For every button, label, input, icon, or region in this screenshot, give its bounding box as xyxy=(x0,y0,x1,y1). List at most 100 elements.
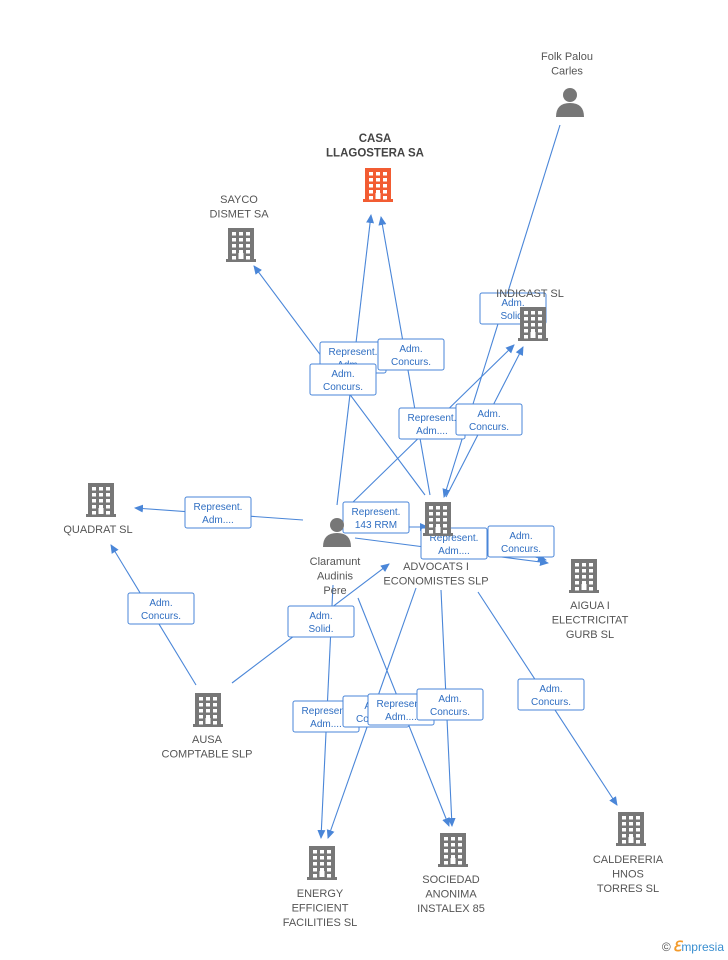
edge-label-line: Represent. xyxy=(352,507,401,518)
edge-label-advocats-to-caldereria[interactable]: Adm. Concurs. xyxy=(517,678,585,711)
edge-label-ausa-to-advocats[interactable]: Adm. Solid. xyxy=(287,605,355,638)
edge-label-line: Represent. xyxy=(430,533,479,544)
building-icon xyxy=(569,559,599,593)
edge-label-line: Solid. xyxy=(500,311,525,322)
building-icon xyxy=(438,833,468,867)
edge-label-line: Adm.... xyxy=(438,546,470,557)
person-icon xyxy=(323,518,351,547)
edge-label-line: Adm. xyxy=(309,611,332,622)
edge-label-advocats-to-indicast[interactable]: Adm. Concurs. xyxy=(455,403,523,436)
edge-label-line: Concurs. xyxy=(430,707,470,718)
node-quadrat[interactable]: QUADRAT SL xyxy=(63,483,133,536)
edge-labels-layer: Represent. Adm.... Adm. Concurs. Adm. Concurs… xyxy=(127,292,585,733)
edge-label-line: Adm. xyxy=(149,598,172,609)
edge-label-ausa-to-quadrat[interactable]: Adm. Concurs. xyxy=(127,592,195,625)
node-label-sociedad: INSTALEX 85 xyxy=(417,903,485,915)
node-label-caldereria: TORRES SL xyxy=(597,883,659,895)
edge-label-advocats-to-aigua[interactable]: Adm. Concurs. xyxy=(487,525,555,558)
node-label-aigua: AIGUA I xyxy=(570,600,610,612)
building-icon xyxy=(307,846,337,880)
node-caldereria[interactable]: CALDERERIA HNOS TORRES SL xyxy=(593,812,664,895)
edge-label-claramunt-to-quadrat[interactable]: Represent. Adm.... xyxy=(184,496,252,529)
node-label-claramunt: Pere xyxy=(323,585,346,597)
node-label-claramunt: Claramunt xyxy=(310,556,361,568)
building-icon xyxy=(193,693,223,727)
edge-label-line: Concurs. xyxy=(469,422,509,433)
edge-label-line: Adm.... xyxy=(202,515,234,526)
edge-label-claramunt-to-indicast[interactable]: Represent. Adm.... xyxy=(398,407,466,440)
brand-logo-text: mpresia xyxy=(681,940,724,954)
edge-label-line: Represent. xyxy=(408,413,457,424)
brand-logo-initial: ℇ xyxy=(672,940,682,955)
node-label-sayco: SAYCO xyxy=(220,194,258,206)
edge-label-line: Concurs. xyxy=(323,382,363,393)
edge-label-line: Adm.... xyxy=(310,719,342,730)
edge-label-line: Adm. xyxy=(501,298,524,309)
edge-label-line: Adm. xyxy=(539,684,562,695)
node-label-quadrat: QUADRAT SL xyxy=(63,524,132,536)
edge-label-claramunt-to-advocats[interactable]: Represent. 143 RRM xyxy=(342,501,410,534)
node-label-sociedad: ANONIMA xyxy=(425,889,477,901)
node-label-energy: EFFICIENT xyxy=(292,903,349,915)
edge-label-line: Concurs. xyxy=(141,611,181,622)
edge-label-line: Represent. xyxy=(302,706,351,717)
node-label-indicast: INDICAST SL xyxy=(496,288,564,300)
copyright-symbol: © xyxy=(661,940,671,954)
node-label-caldereria: HNOS xyxy=(612,869,644,881)
node-label-energy: ENERGY xyxy=(297,888,344,900)
node-label-casa: CASA xyxy=(359,133,392,145)
edges-layer xyxy=(110,124,618,839)
edge-label-advocats-to-sociedad[interactable]: Adm. Concurs. xyxy=(416,688,484,721)
building-icon xyxy=(226,228,256,262)
building-icon xyxy=(518,307,548,341)
node-energy[interactable]: ENERGY EFFICIENT FACILITIES SL xyxy=(283,846,358,929)
edge-label-line: Adm. xyxy=(477,409,500,420)
building-icon xyxy=(86,483,116,517)
edge-label-line: Represent. xyxy=(329,347,378,358)
edge-label-line: Adm. xyxy=(438,694,461,705)
edge-label-line: Adm. xyxy=(399,344,422,355)
node-label-energy: FACILITIES SL xyxy=(283,917,358,929)
node-ausa[interactable]: AUSA COMPTABLE SLP xyxy=(162,693,253,761)
brand-watermark: ©ℇmpresia xyxy=(662,939,724,956)
edge-label-advocats-to-casa[interactable]: Adm. Concurs. xyxy=(377,338,445,371)
node-label-ausa: COMPTABLE SLP xyxy=(162,749,253,761)
node-label-advocats: ECONOMISTES SLP xyxy=(383,576,488,588)
edge-label-line: Concurs. xyxy=(501,544,541,555)
edge-label-line: Concurs. xyxy=(391,357,431,368)
node-label-folk: Folk Palou xyxy=(541,51,593,63)
node-label-sayco: DISMET SA xyxy=(209,209,269,221)
node-label-claramunt: Audinis xyxy=(317,571,354,583)
node-advocats[interactable]: ADVOCATS I ECONOMISTES SLP xyxy=(383,502,489,588)
node-sociedad[interactable]: SOCIEDAD ANONIMA INSTALEX 85 xyxy=(417,833,485,915)
building-icon xyxy=(363,168,393,202)
node-label-caldereria: CALDERERIA xyxy=(593,854,664,866)
edge-label-line: Solid. xyxy=(308,624,333,635)
building-icon xyxy=(423,502,453,536)
edge-label-line: 143 RRM xyxy=(355,520,397,531)
person-icon xyxy=(556,88,584,117)
edge-label-line: Adm.... xyxy=(416,426,448,437)
building-icon xyxy=(616,812,646,846)
edge-label-advocats-to-sayco[interactable]: Adm. Concurs. xyxy=(309,363,377,396)
node-casa[interactable]: CASA LLAGOSTERA SA xyxy=(326,133,424,202)
edge-label-line: Adm.... xyxy=(385,712,417,723)
node-indicast[interactable]: INDICAST SL xyxy=(496,288,564,341)
node-label-casa: LLAGOSTERA SA xyxy=(326,148,424,160)
node-label-ausa: AUSA xyxy=(192,734,223,746)
node-label-advocats: ADVOCATS I xyxy=(403,561,469,573)
node-label-sociedad: SOCIEDAD xyxy=(422,874,480,886)
node-sayco[interactable]: SAYCO DISMET SA xyxy=(209,194,269,262)
edge-label-line: Represent. xyxy=(194,502,243,513)
node-label-aigua: ELECTRICITAT xyxy=(552,615,629,627)
edge-label-line: Adm. xyxy=(509,531,532,542)
edge-label-line: Adm. xyxy=(331,369,354,380)
edge-label-line: Concurs. xyxy=(531,697,571,708)
node-aigua[interactable]: AIGUA I ELECTRICITAT GURB SL xyxy=(552,559,629,641)
node-label-aigua: GURB SL xyxy=(566,629,614,641)
node-label-folk: Carles xyxy=(551,66,583,78)
